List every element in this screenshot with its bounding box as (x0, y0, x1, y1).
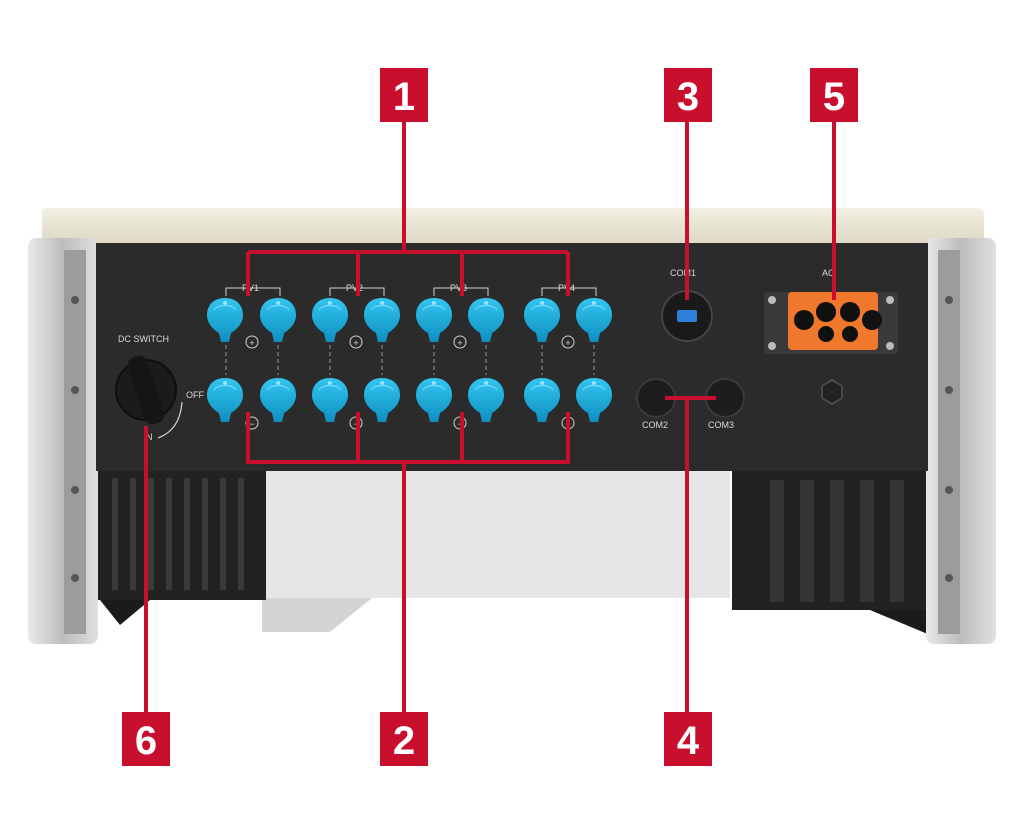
com1-port[interactable] (661, 290, 713, 342)
plus-icon: + (249, 338, 254, 348)
dc-switch-label: DC SWITCH (118, 334, 169, 344)
plus-icon: + (565, 338, 570, 348)
com3-label: COM3 (708, 420, 734, 430)
callout-6: 6 (122, 712, 170, 766)
svg-text:1: 1 (393, 75, 415, 119)
com2-label: COM2 (642, 420, 668, 430)
callout-lines (144, 120, 836, 714)
ac-label: AC (822, 268, 835, 278)
pv2-label: PV2 (346, 283, 363, 293)
plus-icon: + (457, 338, 462, 348)
svg-text:2: 2 (393, 719, 415, 763)
svg-text:4: 4 (677, 719, 700, 763)
minus-icon: − (249, 419, 254, 429)
ac-terminal[interactable] (764, 292, 898, 354)
callout-2: 2 (380, 712, 428, 766)
bottom-cover (262, 470, 730, 598)
callout-4: 4 (664, 712, 712, 766)
switch-arrow-icon (157, 401, 183, 439)
callout-1: 1 (380, 68, 428, 122)
dc-switch-knob[interactable] (115, 354, 177, 427)
switch-off-label: OFF (186, 390, 204, 400)
plus-icon: + (353, 338, 358, 348)
heatsink-left (96, 470, 266, 625)
pv1-label: PV1 (242, 283, 259, 293)
left-side-handle (28, 238, 98, 644)
front-panel (96, 243, 928, 471)
svg-text:6: 6 (135, 719, 157, 763)
callout-5: 5 (810, 68, 858, 122)
svg-text:5: 5 (823, 75, 845, 119)
switch-on-label: N (146, 432, 153, 442)
vent-valve (821, 379, 843, 405)
callout-3: 3 (664, 68, 712, 122)
pv3-label: PV3 (450, 283, 467, 293)
svg-text:3: 3 (677, 75, 699, 119)
right-side-handle (926, 238, 996, 644)
com1-label: COM1 (670, 268, 696, 278)
heatsink-right (732, 470, 930, 635)
top-cover (42, 208, 984, 245)
